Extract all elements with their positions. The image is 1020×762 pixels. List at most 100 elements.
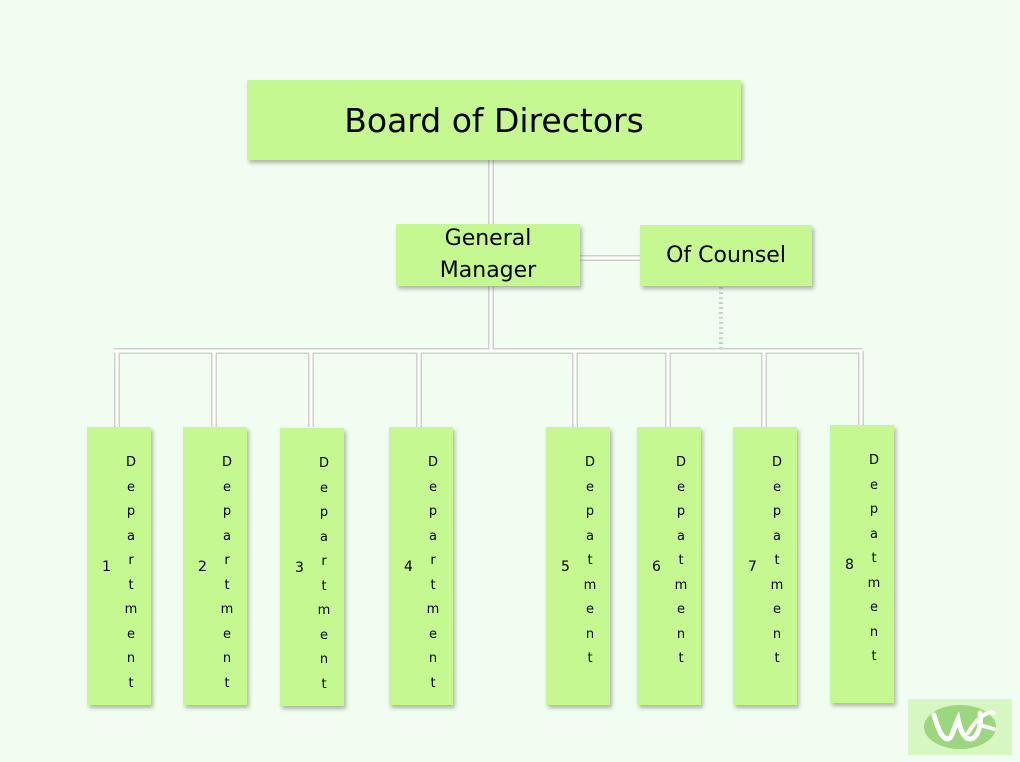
department-letter: t bbox=[678, 553, 684, 568]
department-letter: e bbox=[429, 626, 437, 642]
department-letter: n bbox=[222, 651, 232, 666]
department-letter: e bbox=[320, 627, 328, 643]
department-letter: m bbox=[770, 577, 784, 593]
department-letter: e bbox=[586, 602, 594, 617]
board-of-directors-label: Board of Directors bbox=[344, 100, 644, 140]
department-number: 3 bbox=[295, 560, 304, 576]
department-letter: t bbox=[871, 649, 877, 664]
department-letter: t bbox=[587, 553, 593, 568]
department-letter: t bbox=[321, 578, 327, 594]
department-letter: m bbox=[674, 577, 688, 593]
department-letter: t bbox=[128, 675, 134, 691]
department-letter: D bbox=[427, 455, 438, 470]
department-letter: r bbox=[321, 554, 327, 569]
department-letter: n bbox=[772, 626, 782, 642]
department-letter: m bbox=[317, 603, 331, 618]
department-number: 5 bbox=[561, 559, 570, 575]
department-letter: a bbox=[223, 528, 231, 544]
department-letter: p bbox=[772, 504, 782, 519]
department-letter: t bbox=[774, 553, 780, 568]
department-letter: t bbox=[678, 651, 684, 666]
department-letter: m bbox=[220, 602, 234, 617]
department-letter: e bbox=[870, 477, 878, 493]
department-letter: a bbox=[586, 528, 594, 544]
department-letter: n bbox=[126, 651, 136, 666]
department-letter: m bbox=[426, 602, 440, 617]
department-number: 4 bbox=[404, 559, 413, 575]
department-letter: p bbox=[869, 502, 879, 517]
department-letter: r bbox=[430, 553, 436, 568]
department-letter: D bbox=[675, 455, 686, 470]
department-letter: m bbox=[583, 577, 597, 593]
department-letter: n bbox=[319, 652, 329, 667]
of-counsel-label: Of Counsel bbox=[666, 243, 786, 268]
department-letter: e bbox=[677, 602, 685, 617]
department-letter: p bbox=[126, 504, 136, 519]
general-manager-label-line2: Manager bbox=[439, 258, 537, 283]
general-manager-label-line1: General bbox=[444, 226, 532, 251]
department-letter: D bbox=[771, 455, 782, 470]
department-letter: t bbox=[321, 676, 327, 692]
board-of-directors-box: Board of Directors bbox=[247, 80, 741, 160]
department-letter: t bbox=[224, 577, 230, 593]
department-letter: D bbox=[221, 455, 232, 470]
department-letter: e bbox=[320, 480, 328, 496]
department-letter: e bbox=[223, 626, 231, 642]
department-letter: D bbox=[584, 455, 595, 470]
department-letter: t bbox=[430, 577, 436, 593]
department-number: 8 bbox=[845, 557, 854, 573]
of-counsel-box: Of Counsel bbox=[640, 225, 812, 286]
department-letter: t bbox=[128, 577, 134, 593]
department-letter: n bbox=[585, 626, 595, 642]
department-letter: e bbox=[773, 479, 781, 495]
department-letter: p bbox=[222, 504, 232, 519]
department-letter: e bbox=[870, 600, 878, 615]
department-letter: a bbox=[429, 528, 437, 544]
department-letter: t bbox=[587, 651, 593, 666]
department-letter: e bbox=[677, 479, 685, 495]
department-letter: r bbox=[224, 553, 230, 568]
department-letter: a bbox=[870, 526, 878, 542]
department-number: 2 bbox=[198, 559, 207, 575]
department-letter: e bbox=[127, 479, 135, 495]
department-letter: D bbox=[125, 455, 136, 470]
department-letter: t bbox=[430, 675, 436, 691]
department-number: 1 bbox=[102, 559, 111, 575]
department-letter: a bbox=[127, 528, 135, 544]
department-number: 6 bbox=[652, 559, 661, 575]
department-letter: t bbox=[774, 651, 780, 666]
department-letter: e bbox=[127, 626, 135, 642]
department-letter: p bbox=[676, 504, 686, 519]
department-letter: e bbox=[773, 602, 781, 617]
department-letter: n bbox=[869, 624, 879, 640]
department-letter: p bbox=[319, 505, 329, 520]
department-letter: t bbox=[224, 675, 230, 691]
department-number: 7 bbox=[748, 559, 757, 575]
department-letter: n bbox=[676, 626, 686, 642]
wa-logo-icon bbox=[908, 699, 1012, 755]
department-letter: a bbox=[677, 528, 685, 544]
department-letter: e bbox=[223, 479, 231, 495]
department-letter: p bbox=[428, 504, 438, 519]
department-letter: m bbox=[124, 602, 138, 617]
department-letter: m bbox=[867, 575, 881, 591]
general-manager-box: General Manager bbox=[396, 224, 580, 286]
department-letter: a bbox=[320, 529, 328, 545]
department-letter: e bbox=[429, 479, 437, 495]
